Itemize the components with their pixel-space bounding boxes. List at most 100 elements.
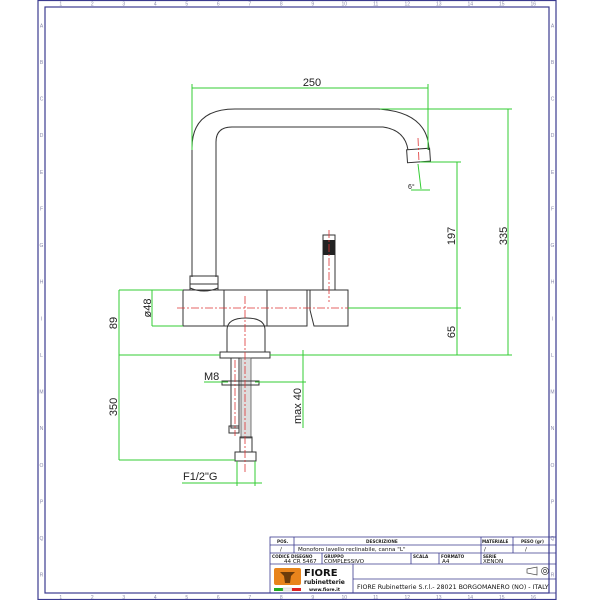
ruler-letter: L <box>40 353 43 359</box>
dim-65: 65 <box>446 326 458 338</box>
ruler-letter: A <box>40 23 44 29</box>
flex-hose <box>240 357 252 439</box>
ruler-letter: D <box>40 133 44 139</box>
drawing-code-label: CODICE DISEGNO <box>272 554 313 559</box>
scale-label: SCALA <box>413 554 429 559</box>
ruler-number: 4 <box>154 595 157 600</box>
ruler-letter: E <box>551 170 555 176</box>
weight-value: / <box>525 547 527 553</box>
ruler-letter: B <box>551 60 555 66</box>
format-value: A4 <box>442 559 450 565</box>
drawing-code-value: 44 CR 5467 <box>284 559 317 565</box>
description-label: DESCRIZIONE <box>366 539 398 544</box>
ruler-letter: I <box>41 316 42 322</box>
ruler-number: 14 <box>467 2 473 8</box>
dim-m8: M8 <box>204 371 219 383</box>
hex-fitting <box>234 451 257 462</box>
pos-value: / <box>280 547 282 553</box>
description-value: Monoforo lavello reclinabile, canna "L" <box>298 547 406 553</box>
spout-nut <box>189 275 219 285</box>
ruler-number: 12 <box>404 595 410 600</box>
ruler-number: 1 <box>59 595 62 600</box>
drawing-frame <box>37 0 557 600</box>
material-label: MATERIALE <box>482 539 508 544</box>
ruler-letter: N <box>40 426 44 432</box>
ruler-letter: F <box>40 206 43 212</box>
ruler-number: 3 <box>122 595 125 600</box>
dim-335: 335 <box>498 227 510 245</box>
dim-6deg: 6° <box>408 183 415 191</box>
ruler-number: 14 <box>467 595 473 600</box>
ruler-number: 9 <box>311 595 314 600</box>
dim-d48: ø48 <box>142 299 154 318</box>
svg-text:rubinetterie: rubinetterie <box>304 579 345 586</box>
ruler-number: 10 <box>341 595 347 600</box>
ruler-number: 9 <box>311 2 314 8</box>
ruler-letter: G <box>40 243 44 249</box>
ruler-letter: B <box>40 60 44 66</box>
ruler-number: 7 <box>248 2 251 8</box>
ruler-number: 16 <box>530 2 536 8</box>
ruler-letter: H <box>551 280 555 286</box>
ruler-number: 6 <box>217 2 220 8</box>
ruler-letter: E <box>40 170 44 176</box>
dim-350: 350 <box>108 398 120 416</box>
ruler-number: 13 <box>436 595 442 600</box>
projection-symbol-icon <box>526 566 549 576</box>
ruler-number: 5 <box>185 2 188 8</box>
ruler-number: 5 <box>185 595 188 600</box>
title-block: POS. DESCRIZIONE MATERIALE PESO (gr) / M… <box>269 536 557 594</box>
ruler-letter: G <box>551 243 555 249</box>
dim-max40: max 40 <box>292 388 304 424</box>
spout-inner <box>215 126 409 277</box>
company-line: FIORE Rubinetterie S.r.l.- 28021 BORGOMA… <box>357 584 549 591</box>
ruler-letter: A <box>551 23 555 29</box>
ruler-letter: Q <box>40 536 44 542</box>
fiore-logo: FIORE rubinetterie www.fiore.it <box>274 568 345 593</box>
ruler-letter: I <box>552 316 553 322</box>
ruler-number: 6 <box>217 595 220 600</box>
ruler-number: 16 <box>530 595 536 600</box>
ruler-number: 15 <box>499 595 505 600</box>
ruler-letter: O <box>551 463 555 469</box>
ruler-number: 2 <box>91 2 94 8</box>
pedestal <box>226 317 266 352</box>
ruler-letter: M <box>39 390 43 396</box>
ruler-number: 1 <box>59 2 62 8</box>
lever-block <box>309 289 349 327</box>
ruler-letter: L <box>551 353 554 359</box>
material-value: / <box>484 547 486 553</box>
ruler-letter: O <box>40 463 44 469</box>
ruler-number: 11 <box>373 595 378 600</box>
group-value: COMPLESSIVO <box>324 559 365 565</box>
ruler-number: 11 <box>373 2 378 8</box>
ruler-number: 7 <box>248 595 251 600</box>
ruler-letter: C <box>551 97 555 103</box>
ruler-letter: C <box>40 97 44 103</box>
ruler-letter: R <box>40 573 44 579</box>
stud-nut <box>228 425 240 434</box>
pos-label: POS. <box>277 539 289 544</box>
dim-89: 89 <box>108 317 120 329</box>
format-label: FORMATO <box>441 554 465 559</box>
dimensions: 250 335 197 65 6° ø48 89 350 M8 max 40 F… <box>108 77 512 486</box>
ruler-number: 8 <box>280 595 283 600</box>
bracket <box>221 380 260 386</box>
ruler-number: 2 <box>91 595 94 600</box>
ruler-number: 12 <box>404 2 410 8</box>
ruler-number: 10 <box>341 2 347 8</box>
series-label: SERIE <box>483 554 497 559</box>
group-label: GRUPPO <box>324 554 344 559</box>
ruler-letter: D <box>551 133 555 139</box>
ruler-number: 8 <box>280 2 283 8</box>
ruler-number: 15 <box>499 2 505 8</box>
ruler-letter: N <box>551 426 555 432</box>
dim-250: 250 <box>303 77 321 89</box>
ruler-number: 3 <box>122 2 125 8</box>
dim-connection: F1/2"G <box>183 471 217 483</box>
ruler-number: 13 <box>436 2 442 8</box>
spout-outer <box>191 108 430 277</box>
ruler-letter: M <box>550 390 554 396</box>
logo-url: www.fiore.it <box>309 587 341 593</box>
